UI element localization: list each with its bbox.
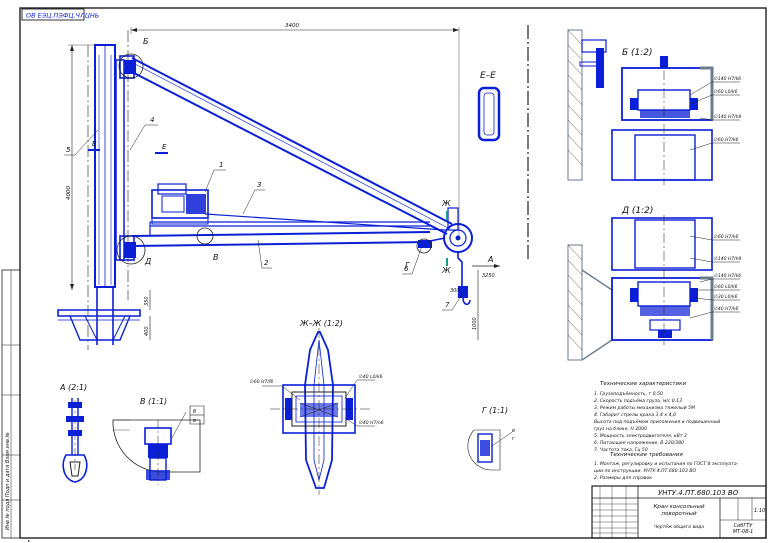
spec-row-5: груз на блоке, Н 2000 <box>594 426 647 432</box>
titleblock-subname: Чертёж общего вида <box>654 524 704 530</box>
svg-text:в: в <box>512 428 515 434</box>
svg-text:∅60 H7/k6: ∅60 H7/k6 <box>714 137 738 143</box>
svg-text:в: в <box>193 418 196 424</box>
title-block <box>591 485 767 539</box>
mark-g: Г <box>405 261 410 270</box>
svg-text:400: 400 <box>144 326 150 336</box>
svg-text:5: 5 <box>66 146 71 154</box>
svg-text:7: 7 <box>445 301 450 309</box>
svg-text:3250: 3250 <box>482 273 495 279</box>
detail-d-drawing <box>567 215 714 361</box>
svg-text:2: 2 <box>264 259 269 267</box>
margin-text: Инв № подл Подп и дата Взам инв № <box>5 432 11 530</box>
mark-e2: Е <box>162 143 167 151</box>
spec-row-1: 2. Скорость подъёма груза, м/с 0,13 <box>594 398 682 404</box>
section-ee-title: Е–Е <box>480 71 496 81</box>
svg-text:∅60 H7/k6: ∅60 H7/k6 <box>714 234 738 240</box>
spec-row-6: 5. Мощность электродвигателя, кВт 3 <box>594 433 687 439</box>
hook-rope <box>457 252 463 288</box>
mark-d: Д <box>144 257 151 266</box>
stamp-box <box>21 8 85 21</box>
svg-text:г: г <box>512 436 515 442</box>
mark-v: В <box>213 253 219 262</box>
detail-b-title: Б (1:2) <box>622 48 653 58</box>
svg-text:1: 1 <box>219 161 223 169</box>
titleblock-code: УНТУ.4.ПТ.680.103 ВО <box>658 489 739 497</box>
spec-row-3: 4. Габарит стрелы крана 3,4 х 4,0 <box>594 412 676 418</box>
mark-e1: Е <box>92 140 97 148</box>
diagonal-strut <box>131 57 453 235</box>
spec-row-8: 7. Частота тока, Гц 50 <box>594 447 648 453</box>
section-zhzh-title: Ж–Ж (1:2) <box>299 319 343 328</box>
svg-text:б: б <box>193 409 196 415</box>
detail-g-title: Г (1:1) <box>482 406 508 415</box>
spec-row-2: 3. Режим работы механизма тяжелый 5М <box>594 405 695 411</box>
detail-v-title: В (1:1) <box>140 397 167 406</box>
titleblock-scale: 1:10 <box>754 508 765 514</box>
detail-d-circle <box>116 235 146 265</box>
spec-row-4: Высота под подъёмом приложения и подвеше… <box>594 419 720 425</box>
svg-text:∅40 H7/k6: ∅40 H7/k6 <box>714 306 738 312</box>
mark-b: Б <box>143 37 149 46</box>
svg-text:∅140 H7/k6: ∅140 H7/k6 <box>714 273 741 279</box>
svg-text:∅140 H7/h9: ∅140 H7/h9 <box>714 256 742 262</box>
specs-title: Технические характеристики <box>600 381 686 387</box>
stamp-code: ОВ ЕЭЦ.ПЭФЦ.ЧЛЦНЬ <box>26 12 99 20</box>
section-ee-profile <box>477 86 501 142</box>
req-row-2: 2. Размеры для справок <box>594 475 652 481</box>
svg-text:∅140 H7/h9: ∅140 H7/h9 <box>714 114 742 120</box>
svg-text:350: 350 <box>144 296 150 306</box>
spec-row-0: 1. Грузоподъёмность, т 0,50 <box>594 391 663 397</box>
svg-text:∅60 L0/k6: ∅60 L0/k6 <box>714 284 738 290</box>
svg-text:4: 4 <box>150 116 154 124</box>
mark-zh2: Ж <box>441 266 451 275</box>
svg-text:6: 6 <box>404 265 409 273</box>
rotating-post <box>115 59 125 261</box>
svg-text:3: 3 <box>257 181 261 189</box>
detail-v-drawing <box>112 405 205 485</box>
mark-a: А <box>487 255 493 264</box>
rope <box>204 213 446 231</box>
base-plate <box>57 309 141 317</box>
spec-row-7: 6. Питающее напряжение, В 220/380 <box>594 440 684 446</box>
svg-text:1000: 1000 <box>472 317 478 330</box>
dim-span-text: 3400 <box>285 23 299 29</box>
svg-text:∅60 L0/k6: ∅60 L0/k6 <box>714 89 738 95</box>
req-row-0: 1. Монтаж, регулировку и испытания по ГО… <box>594 461 739 467</box>
specs-list: 1. Грузоподъёмность, т 0,502. Скорость п… <box>594 391 720 453</box>
section-zhzh-drawing <box>270 328 370 495</box>
sheet-frame <box>19 7 767 539</box>
requirements-list: 1. Монтаж, регулировку и испытания по ГО… <box>594 461 739 481</box>
mark-zh1: Ж <box>441 199 451 208</box>
detail-g-circle <box>416 238 432 254</box>
detail-a-drawing <box>62 398 88 483</box>
svg-text:∅140 H7/k6: ∅140 H7/k6 <box>714 76 741 82</box>
requirements-title: Технические требования <box>610 452 683 458</box>
horizontal-boom <box>131 231 431 247</box>
detail-b-drawing <box>567 29 714 185</box>
detail-g-drawing <box>467 429 513 471</box>
detail-v-circle <box>196 227 214 245</box>
dim-height-text: 4000 <box>66 186 72 200</box>
detail-a-title: А (2:1) <box>59 383 87 392</box>
svg-text:∅60 H7/f6: ∅60 H7/f6 <box>250 379 273 385</box>
req-row-1: ции по инструкции. УНТУ.4.ПТ.680.103 ВО <box>594 468 696 474</box>
svg-text:▸: ▸ <box>28 538 30 543</box>
svg-text:300: 300 <box>450 288 460 294</box>
detail-d-title: Д (1:2) <box>621 206 653 216</box>
svg-text:∅40 L0/k6: ∅40 L0/k6 <box>359 374 383 380</box>
detail-b-circle <box>118 53 144 79</box>
svg-text:∅40 H7/n6: ∅40 H7/n6 <box>359 420 384 426</box>
svg-text:∅30 L0/k6: ∅30 L0/k6 <box>714 294 738 300</box>
